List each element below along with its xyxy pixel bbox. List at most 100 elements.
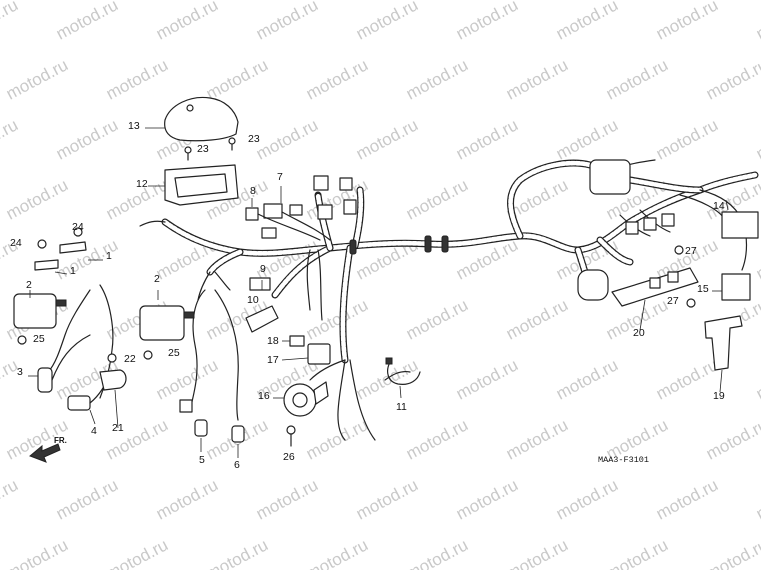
callout-number: 18: [267, 335, 279, 347]
watermark-text: motod.ru: [603, 535, 671, 570]
callout-number: 8: [250, 185, 256, 197]
watermark-text: motod.ru: [103, 55, 171, 103]
watermark-text: motod.ru: [453, 475, 521, 523]
callout-number: 10: [247, 294, 259, 306]
watermark-text: motod.ru: [453, 355, 521, 403]
watermark-text: motod.ru: [553, 115, 621, 163]
watermark-text: motod.ru: [0, 115, 21, 163]
watermark-text: motod.ru: [253, 475, 321, 523]
part-5-6-sensors: [179, 399, 245, 458]
part-15-relay: [712, 273, 751, 301]
watermark-text: motod.ru: [753, 235, 761, 283]
watermark-text: motod.ru: [3, 535, 71, 570]
part-11-ground-wire: [385, 357, 421, 399]
callout-number: 2: [26, 279, 32, 291]
watermark-text: motod.ru: [653, 475, 721, 523]
callout-number: 15: [697, 283, 709, 295]
part-23-bolts: [184, 137, 236, 161]
callout-number: 25: [168, 347, 180, 359]
callout-number: 5: [199, 454, 205, 466]
watermark-text: motod.ru: [703, 415, 761, 463]
watermark-text: motod.ru: [303, 55, 371, 103]
watermark-text: motod.ru: [453, 0, 521, 44]
part-7-8-connectors: [245, 175, 357, 241]
watermark-text: motod.ru: [753, 0, 761, 44]
watermark-text: motod.ru: [353, 0, 421, 44]
callout-number: 27: [685, 245, 697, 257]
callout-number: 27: [667, 295, 679, 307]
callout-number: 20: [633, 327, 645, 339]
callout-number: 11: [396, 401, 407, 413]
watermark-text: motod.ru: [653, 115, 721, 163]
watermark-text: motod.ru: [453, 115, 521, 163]
part-19-bracket: [704, 315, 743, 393]
watermark-text: motod.ru: [153, 475, 221, 523]
watermark-text: motod.ru: [753, 355, 761, 403]
callout-number: 6: [234, 459, 240, 471]
part-20-connector-plate: [611, 213, 699, 331]
callout-number: 12: [136, 178, 148, 190]
callout-number: 1: [70, 265, 76, 277]
watermark-text: motod.ru: [653, 355, 721, 403]
callout-number: 25: [33, 333, 45, 345]
part-22-25-fasteners: [17, 335, 153, 363]
watermark-text: motod.ru: [253, 115, 321, 163]
watermark-text: motod.ru: [353, 115, 421, 163]
watermark-text: motod.ru: [503, 295, 571, 343]
part-14-unit: [721, 199, 759, 239]
watermark-text: motod.ru: [303, 535, 371, 570]
watermark-text: motod.ru: [3, 175, 71, 223]
part-26-bolt: [286, 425, 296, 447]
callout-number: 24: [10, 237, 22, 249]
part-1-clamps: [34, 227, 103, 275]
callout-number: 9: [260, 263, 266, 275]
watermark-text: motod.ru: [753, 115, 761, 163]
watermark-text: motod.ru: [553, 355, 621, 403]
watermark-text: motod.ru: [53, 115, 121, 163]
front-direction-indicator: FR.: [29, 436, 67, 463]
callout-number: 26: [283, 451, 295, 463]
part-27-bolts: [674, 245, 696, 308]
watermark-text: motod.ru: [153, 355, 221, 403]
watermark-text: motod.ru: [603, 55, 671, 103]
watermark-text: motod.ru: [703, 55, 761, 103]
callout-number: 23: [197, 143, 209, 155]
watermark-text: motod.ru: [303, 295, 371, 343]
callout-number: 23: [248, 133, 260, 145]
watermark-text: motod.ru: [403, 55, 471, 103]
front-direction-label: FR.: [54, 436, 67, 445]
watermark-text: motod.ru: [403, 175, 471, 223]
watermark-text: motod.ru: [203, 535, 271, 570]
watermark-text: motod.ru: [703, 535, 761, 570]
watermark-text: motod.ru: [3, 55, 71, 103]
watermark-text: motod.ru: [53, 475, 121, 523]
watermark-text: motod.ru: [203, 55, 271, 103]
callout-number: 7: [277, 171, 283, 183]
watermark-text: motod.ru: [0, 475, 21, 523]
callout-number: 14: [713, 200, 725, 212]
watermark-text: motod.ru: [403, 415, 471, 463]
watermark-text: motod.ru: [553, 0, 621, 44]
callout-number: 4: [91, 425, 97, 437]
part-2-ignition-coils: [13, 290, 195, 341]
watermark-text: motod.ru: [503, 55, 571, 103]
callout-number: 3: [17, 366, 23, 378]
part-13-cover: [145, 96, 239, 142]
callout-number: 24: [72, 221, 84, 233]
watermark-text: motod.ru: [303, 415, 371, 463]
watermark-text: motod.ru: [0, 0, 21, 44]
watermark-text: motod.ru: [53, 0, 121, 44]
part-12-bracket: [148, 164, 239, 206]
part-17-18-relays: [281, 335, 331, 365]
part-9-10-connectors: [245, 277, 279, 333]
watermark-text: motod.ru: [253, 0, 321, 44]
callout-number: 17: [267, 354, 279, 366]
watermark-text: motod.ru: [553, 475, 621, 523]
callout-number: 19: [713, 390, 725, 402]
watermark-text: motod.ru: [403, 535, 471, 570]
callout-number: 2: [154, 273, 160, 285]
part-21-stay: [99, 369, 127, 429]
